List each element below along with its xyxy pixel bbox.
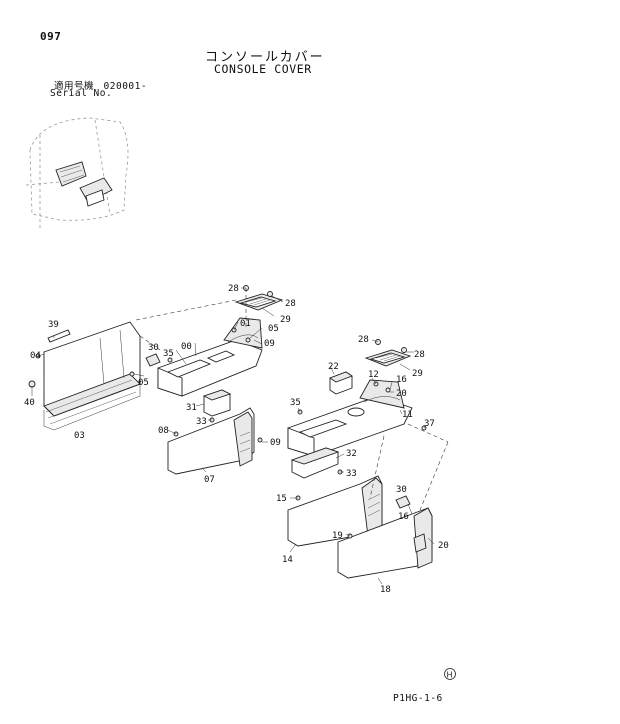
callout-11: 11 — [402, 410, 413, 420]
callout-19: 19 — [332, 531, 343, 541]
title-japanese: コンソールカバー — [205, 50, 325, 65]
title-english: CONSOLE COVER — [214, 62, 312, 76]
page-code: P1HG-1-6 — [393, 693, 443, 704]
callout-37: 37 — [424, 419, 435, 429]
part-31-left — [202, 389, 232, 417]
callout-04: 04 — [30, 351, 41, 361]
callout-30-a: 30 — [148, 343, 159, 353]
callout-20-a: 20 — [396, 389, 407, 399]
part-30-right — [395, 495, 411, 509]
callout-09-a: 09 — [264, 339, 275, 349]
callout-05-a: 05 — [268, 324, 279, 334]
bolts-left — [28, 285, 273, 443]
callout-00: 00 — [181, 342, 192, 352]
part-00-console-left — [157, 317, 263, 397]
callout-28-c: 28 — [358, 335, 369, 345]
leaders-right — [289, 339, 449, 585]
callout-18: 18 — [380, 585, 391, 595]
callout-33-a: 33 — [196, 417, 207, 427]
callout-03: 03 — [74, 431, 85, 441]
callout-30-b: 30 — [396, 485, 407, 495]
callout-28-a: 28 — [228, 284, 239, 294]
serial-range: 020001- — [103, 81, 148, 92]
callout-32: 32 — [346, 449, 357, 459]
callout-22: 22 — [328, 362, 339, 372]
callout-35-a: 35 — [163, 349, 174, 359]
part-07-left — [167, 407, 255, 475]
callouts: 28 28 01 05 29 09 00 35 30 39 04 05 40 0… — [24, 284, 449, 595]
callout-33-b: 33 — [346, 469, 357, 479]
callout-29-b: 29 — [412, 369, 423, 379]
callout-20-b: 20 — [438, 541, 449, 551]
part-29-right — [364, 349, 412, 367]
part-29-left — [234, 293, 284, 311]
callout-29-a: 29 — [280, 315, 291, 325]
serial-label-japanese: 適用号機 020001- — [54, 78, 147, 92]
callout-31: 31 — [186, 403, 197, 413]
part-39 — [47, 329, 71, 343]
serial-label-jp-text: 適用号機 — [54, 81, 95, 92]
callout-16-a: 16 — [396, 375, 407, 385]
part-11-console-right — [287, 379, 413, 457]
callout-28-d: 28 — [414, 350, 425, 360]
part-03-left — [43, 321, 141, 431]
part-18-right — [337, 507, 433, 579]
callout-05-b: 05 — [138, 378, 149, 388]
leaders-left — [31, 287, 284, 473]
callout-40: 40 — [24, 398, 35, 408]
part-32-right — [290, 447, 340, 479]
location-thumbnail — [25, 117, 129, 230]
page-number: 097 — [40, 30, 62, 43]
callout-01: 01 — [240, 319, 251, 329]
part-22-right — [329, 371, 353, 395]
callout-12: 12 — [368, 370, 379, 380]
serial-label-english: Serial No. — [50, 88, 113, 99]
part-30-left — [145, 353, 161, 367]
callout-16-b: 16 — [398, 512, 409, 522]
callout-09-b: 09 — [270, 438, 281, 448]
maker-logo: H — [444, 668, 456, 680]
callout-14: 14 — [282, 555, 293, 565]
part-14-right — [287, 475, 383, 547]
maker-logo-letter: H — [447, 671, 453, 680]
callout-28-b: 28 — [285, 299, 296, 309]
callout-15: 15 — [276, 494, 287, 504]
callout-08: 08 — [158, 426, 169, 436]
callout-35-b: 35 — [290, 398, 301, 408]
callout-07: 07 — [204, 475, 215, 485]
callout-39: 39 — [48, 320, 59, 330]
